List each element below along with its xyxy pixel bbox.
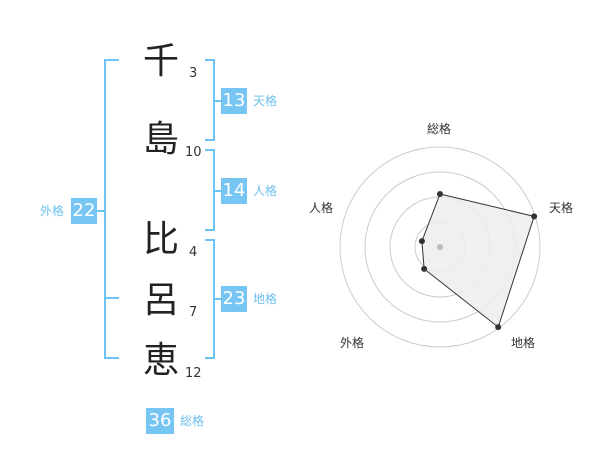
radar-value-polygon: [421, 193, 535, 328]
gaikaku-value: 22: [71, 198, 97, 224]
soukaku-label: 総格: [180, 414, 205, 428]
stroke-count-4: 7: [189, 305, 198, 320]
name-char-4: 呂: [143, 280, 180, 321]
chikaku-bracket: [205, 239, 221, 359]
radar-axis-label-soukaku: 総格: [427, 122, 452, 136]
radar-point-5: [418, 238, 425, 245]
name-char-3: 比: [143, 219, 180, 260]
stroke-count-3: 4: [189, 245, 198, 260]
stroke-count-2: 10: [185, 145, 202, 160]
stroke-count-5: 12: [185, 366, 202, 381]
name-char-1: 千: [143, 41, 180, 82]
gaikaku-bracket: [97, 59, 119, 359]
tenkaku-bracket: [205, 59, 221, 141]
radar-chart: [339, 146, 541, 348]
name-char-5: 恵: [143, 340, 180, 381]
chikaku-label: 地格: [253, 292, 278, 306]
jinkaku-value: 14: [221, 178, 247, 204]
tenkaku-value: 13: [221, 88, 247, 114]
radar-axis-label-chikaku: 地格: [511, 336, 536, 350]
radar-point-4: [421, 265, 428, 272]
stroke-count-1: 3: [189, 66, 198, 81]
radar-point-1: [437, 191, 443, 197]
radar-point-2: [531, 213, 538, 220]
radar-point-3: [495, 324, 502, 331]
radar-axis-label-jinkaku: 人格: [309, 201, 334, 215]
jinkaku-bracket: [205, 149, 221, 231]
radar-grid-ring-4: [339, 146, 541, 348]
name-char-2: 島: [143, 119, 180, 160]
jinkaku-label: 人格: [253, 184, 278, 198]
tenkaku-label: 天格: [253, 94, 278, 108]
soukaku-value: 36: [146, 408, 174, 434]
gaikaku-label: 外格: [40, 204, 65, 218]
radar-axis-label-tenkaku: 天格: [549, 201, 574, 215]
radar-axis-label-gaikaku: 外格: [340, 336, 365, 350]
chikaku-value: 23: [221, 286, 247, 312]
radar-center-dot: [437, 244, 443, 250]
